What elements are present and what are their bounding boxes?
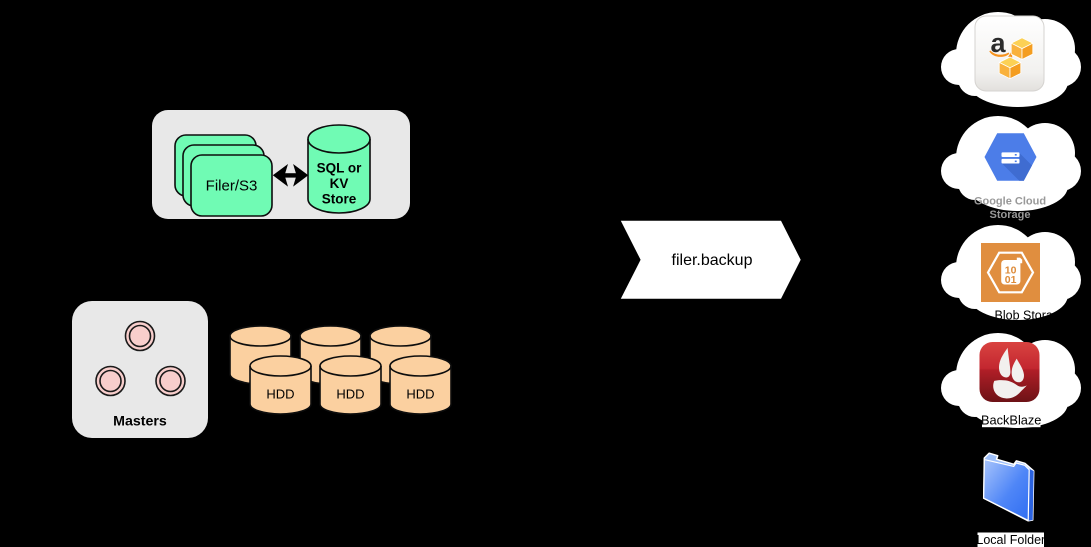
svg-text:Masters: Masters xyxy=(113,414,167,430)
svg-text:Storage: Storage xyxy=(990,209,1031,221)
svg-text:KV: KV xyxy=(330,176,349,191)
svg-text:Filer/S3: Filer/S3 xyxy=(206,178,258,195)
svg-text:Google Cloud: Google Cloud xyxy=(974,196,1046,208)
svg-text:SQL or: SQL or xyxy=(317,161,363,176)
svg-text:a: a xyxy=(990,28,1006,58)
svg-text:BackBlaze: BackBlaze xyxy=(981,413,1041,428)
svg-text:HDD: HDD xyxy=(406,387,434,402)
svg-text:Blob Storage: Blob Storage xyxy=(995,309,1067,323)
svg-text:10: 10 xyxy=(1005,265,1017,277)
svg-text:HDD: HDD xyxy=(336,387,364,402)
svg-text:HDD: HDD xyxy=(266,387,294,402)
svg-text:01: 01 xyxy=(1005,274,1017,286)
svg-text:Store: Store xyxy=(322,192,357,207)
svg-text:Local Folder: Local Folder xyxy=(976,533,1045,547)
svg-text:filer.backup: filer.backup xyxy=(672,252,753,269)
